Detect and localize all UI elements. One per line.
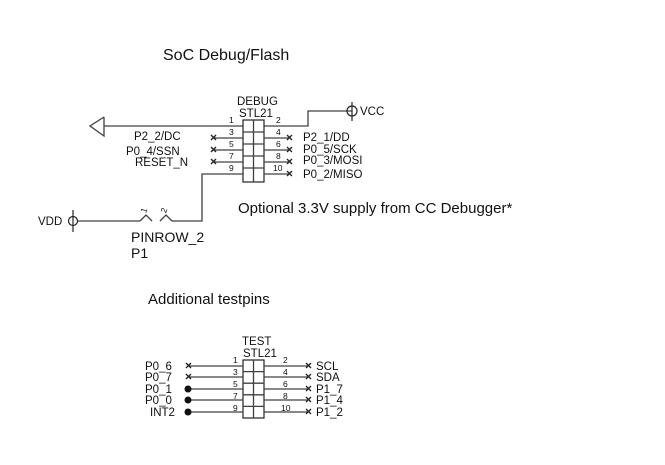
no-connect-icon [210,158,217,165]
debug-section-title: SoC Debug/Flash [163,47,289,64]
test-signal-p1-7: P1_7 [316,384,343,396]
jumper-pin-2: 2 [158,206,169,214]
ground-icon [88,116,105,138]
debug-signal-p0-4-ssn: P0_4/SSN [126,146,180,158]
test-signal-p1-4: P1_4 [316,395,343,407]
no-connect-icon [185,373,192,380]
no-connect-icon [305,396,312,403]
no-connect-icon [286,170,293,177]
test-point-icon [184,385,192,393]
test-signal-p0-1: P0_1 [145,384,172,396]
debug-pin-6: 6 [276,139,281,149]
no-connect-icon [286,134,293,141]
no-connect-icon [286,158,293,165]
debug-pin-4: 4 [276,127,281,137]
test-pin-9: 9 [233,403,238,413]
no-connect-icon [305,362,312,369]
test-signal-int2: INT2 [150,407,175,419]
test-point-icon [184,396,192,404]
test-signal-p0-6: P0_6 [145,361,172,373]
vcc-power-icon [346,102,358,121]
debug-signal-p0-5-sck: P0_5/SCK [303,144,357,156]
net-pin9-wire [175,173,243,222]
debug-signal-p2-1-dd: P2_1/DD [303,132,350,144]
debug-pin-5: 5 [229,139,234,149]
debug-pin-7: 7 [229,151,234,161]
test-pin-3: 3 [233,367,238,377]
test-signal-scl: SCL [316,361,339,373]
debug-pin-2: 2 [276,115,281,125]
debug-pin-9: 9 [229,163,234,173]
jumper-ref: P1 [131,245,148,261]
debug-signal-p0-3-mosi: P0_3/MOSI [303,155,362,167]
test-pin-5: 5 [233,379,238,389]
test-pin-6: 6 [283,379,288,389]
supply-note: Optional 3.3V supply from CC Debugger* [238,200,512,217]
test-pin-8: 8 [283,391,288,401]
no-connect-icon [210,146,217,153]
test-connector-ref: TEST [242,336,271,348]
no-connect-icon [210,134,217,141]
test-section-title: Additional testpins [148,291,270,308]
debug-connector [242,119,265,183]
debug-signal-reset-n: RESET_N [135,157,188,169]
vdd-label: VDD [38,216,62,228]
no-connect-icon [286,146,293,153]
jumper-pinrow [139,214,175,222]
debug-pin-1: 1 [229,115,234,125]
test-point-icon [184,408,192,416]
no-connect-icon [305,408,312,415]
jumper-pin-1: 1 [138,206,149,214]
debug-connector-part: STL21 [239,108,273,120]
test-signal-p0-0: P0_0 [145,395,172,407]
debug-signal-p0-2-miso: P0_2/MISO [303,169,362,181]
test-connector-part: STL21 [243,348,277,360]
test-pin-7: 7 [233,391,238,401]
debug-connector-ref: DEBUG [237,96,278,108]
debug-pin-8: 8 [276,151,281,161]
test-pin-2: 2 [283,355,288,365]
net-vcc-wire [264,110,352,127]
jumper-part: PINROW_2 [131,229,204,245]
vcc-label: VCC [360,106,384,118]
vdd-power-icon [67,210,79,232]
test-connector [242,359,265,419]
test-pin-1: 1 [233,355,238,365]
test-pin-4: 4 [283,367,288,377]
debug-pin-3: 3 [229,127,234,137]
test-signal-p0-7: P0_7 [145,372,172,384]
debug-pin-10: 10 [273,163,283,173]
no-connect-icon [305,385,312,392]
test-signal-sda: SDA [316,372,340,384]
no-connect-icon [305,373,312,380]
no-connect-icon [185,362,192,369]
test-signal-p1-2: P1_2 [316,407,343,419]
test-pin-10: 10 [281,403,291,413]
debug-signal-p2-2-dc: P2_2/DC [134,131,181,143]
